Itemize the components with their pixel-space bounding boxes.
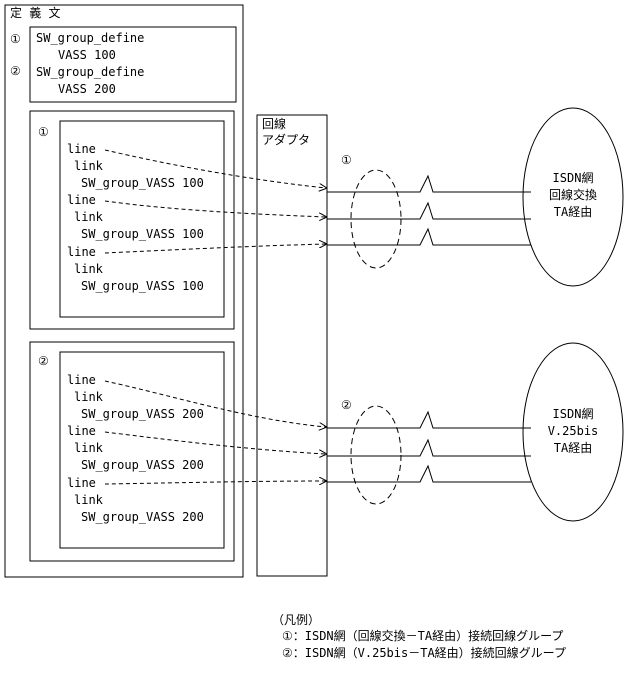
group-1-marker: ① [38,125,49,139]
g1-link-3: link [74,262,104,276]
g1-circuit-2 [327,201,531,220]
isdn-network-1 [522,107,624,287]
g1-vass-3: SW_group_VASS 100 [81,279,204,293]
g2-arrow-1 [104,380,326,427]
network-1-line1: ISDN網 [553,171,594,185]
isdn-network-2 [522,342,624,522]
g2-line-3: line [67,476,96,490]
g2-circuit-1 [327,410,531,429]
g2-circuit-3 [327,464,531,483]
network-1-line2: 回線交換 [549,187,597,202]
group-2-inner-box [59,351,225,549]
g1-vass-1: SW_group_VASS 100 [81,176,204,190]
g2-link-2: link [74,441,104,455]
definition-frame [4,4,244,578]
define-1-line2: VASS 100 [58,48,116,62]
g1-arrow-2 [104,200,326,217]
g2-arrow-2 [104,431,326,454]
g2-line-1: line [67,373,96,387]
definition-title: 定 義 文 [10,5,60,20]
define-2-line2: VASS 200 [58,82,116,96]
g1-line-1: line [67,142,96,156]
group-define-box [29,26,237,103]
group-1-inner-box [59,120,225,318]
g2-vass-1: SW_group_VASS 200 [81,407,204,421]
g2-circuit-2 [327,438,531,457]
g1-vass-2: SW_group_VASS 100 [81,227,204,241]
legend-item-2: ②：ISDN網（V.25bis－TA経由）接続回線グループ [282,645,566,660]
define-2-line1: SW_group_define [36,65,144,79]
g1-circuit-1 [327,174,531,193]
network-2-line3: TA経由 [554,441,592,455]
bundle-2-ellipse [350,405,402,505]
g1-line-2: line [67,193,96,207]
legend-title: （凡例） [272,613,320,627]
adapter-label-2: アダプタ [262,132,310,147]
line-adapter-column [256,114,328,577]
network-2-line2: V.25bis [548,424,599,438]
g1-arrow-3 [104,244,326,254]
group-1-outer-box [29,110,235,330]
define-marker-1: ① [10,32,21,46]
g2-vass-3: SW_group_VASS 200 [81,510,204,524]
g1-line-3: line [67,245,96,259]
network-2-line1: ISDN網 [553,407,594,421]
network-1-line3: TA経由 [554,205,592,219]
g2-link-1: link [74,390,104,404]
bundle-1-ellipse [350,169,402,269]
adapter-label-1: 回線 [262,116,286,131]
bundle-1-marker: ① [341,153,352,167]
group-2-marker: ② [38,354,49,368]
group-2-outer-box [29,341,235,562]
g1-circuit-3 [327,227,531,246]
g1-link-2: link [74,210,104,224]
define-1-line1: SW_group_define [36,31,144,45]
g1-arrow-1 [104,149,326,188]
g2-vass-2: SW_group_VASS 200 [81,458,204,472]
g2-link-3: link [74,493,104,507]
g1-link-1: link [74,159,104,173]
legend-item-1: ①：ISDN網（回線交換－TA経由）接続回線グループ [282,628,563,643]
bundle-2-marker: ② [341,398,352,412]
g2-line-2: line [67,424,96,438]
g2-arrow-3 [104,481,326,484]
define-marker-2: ② [10,64,21,78]
